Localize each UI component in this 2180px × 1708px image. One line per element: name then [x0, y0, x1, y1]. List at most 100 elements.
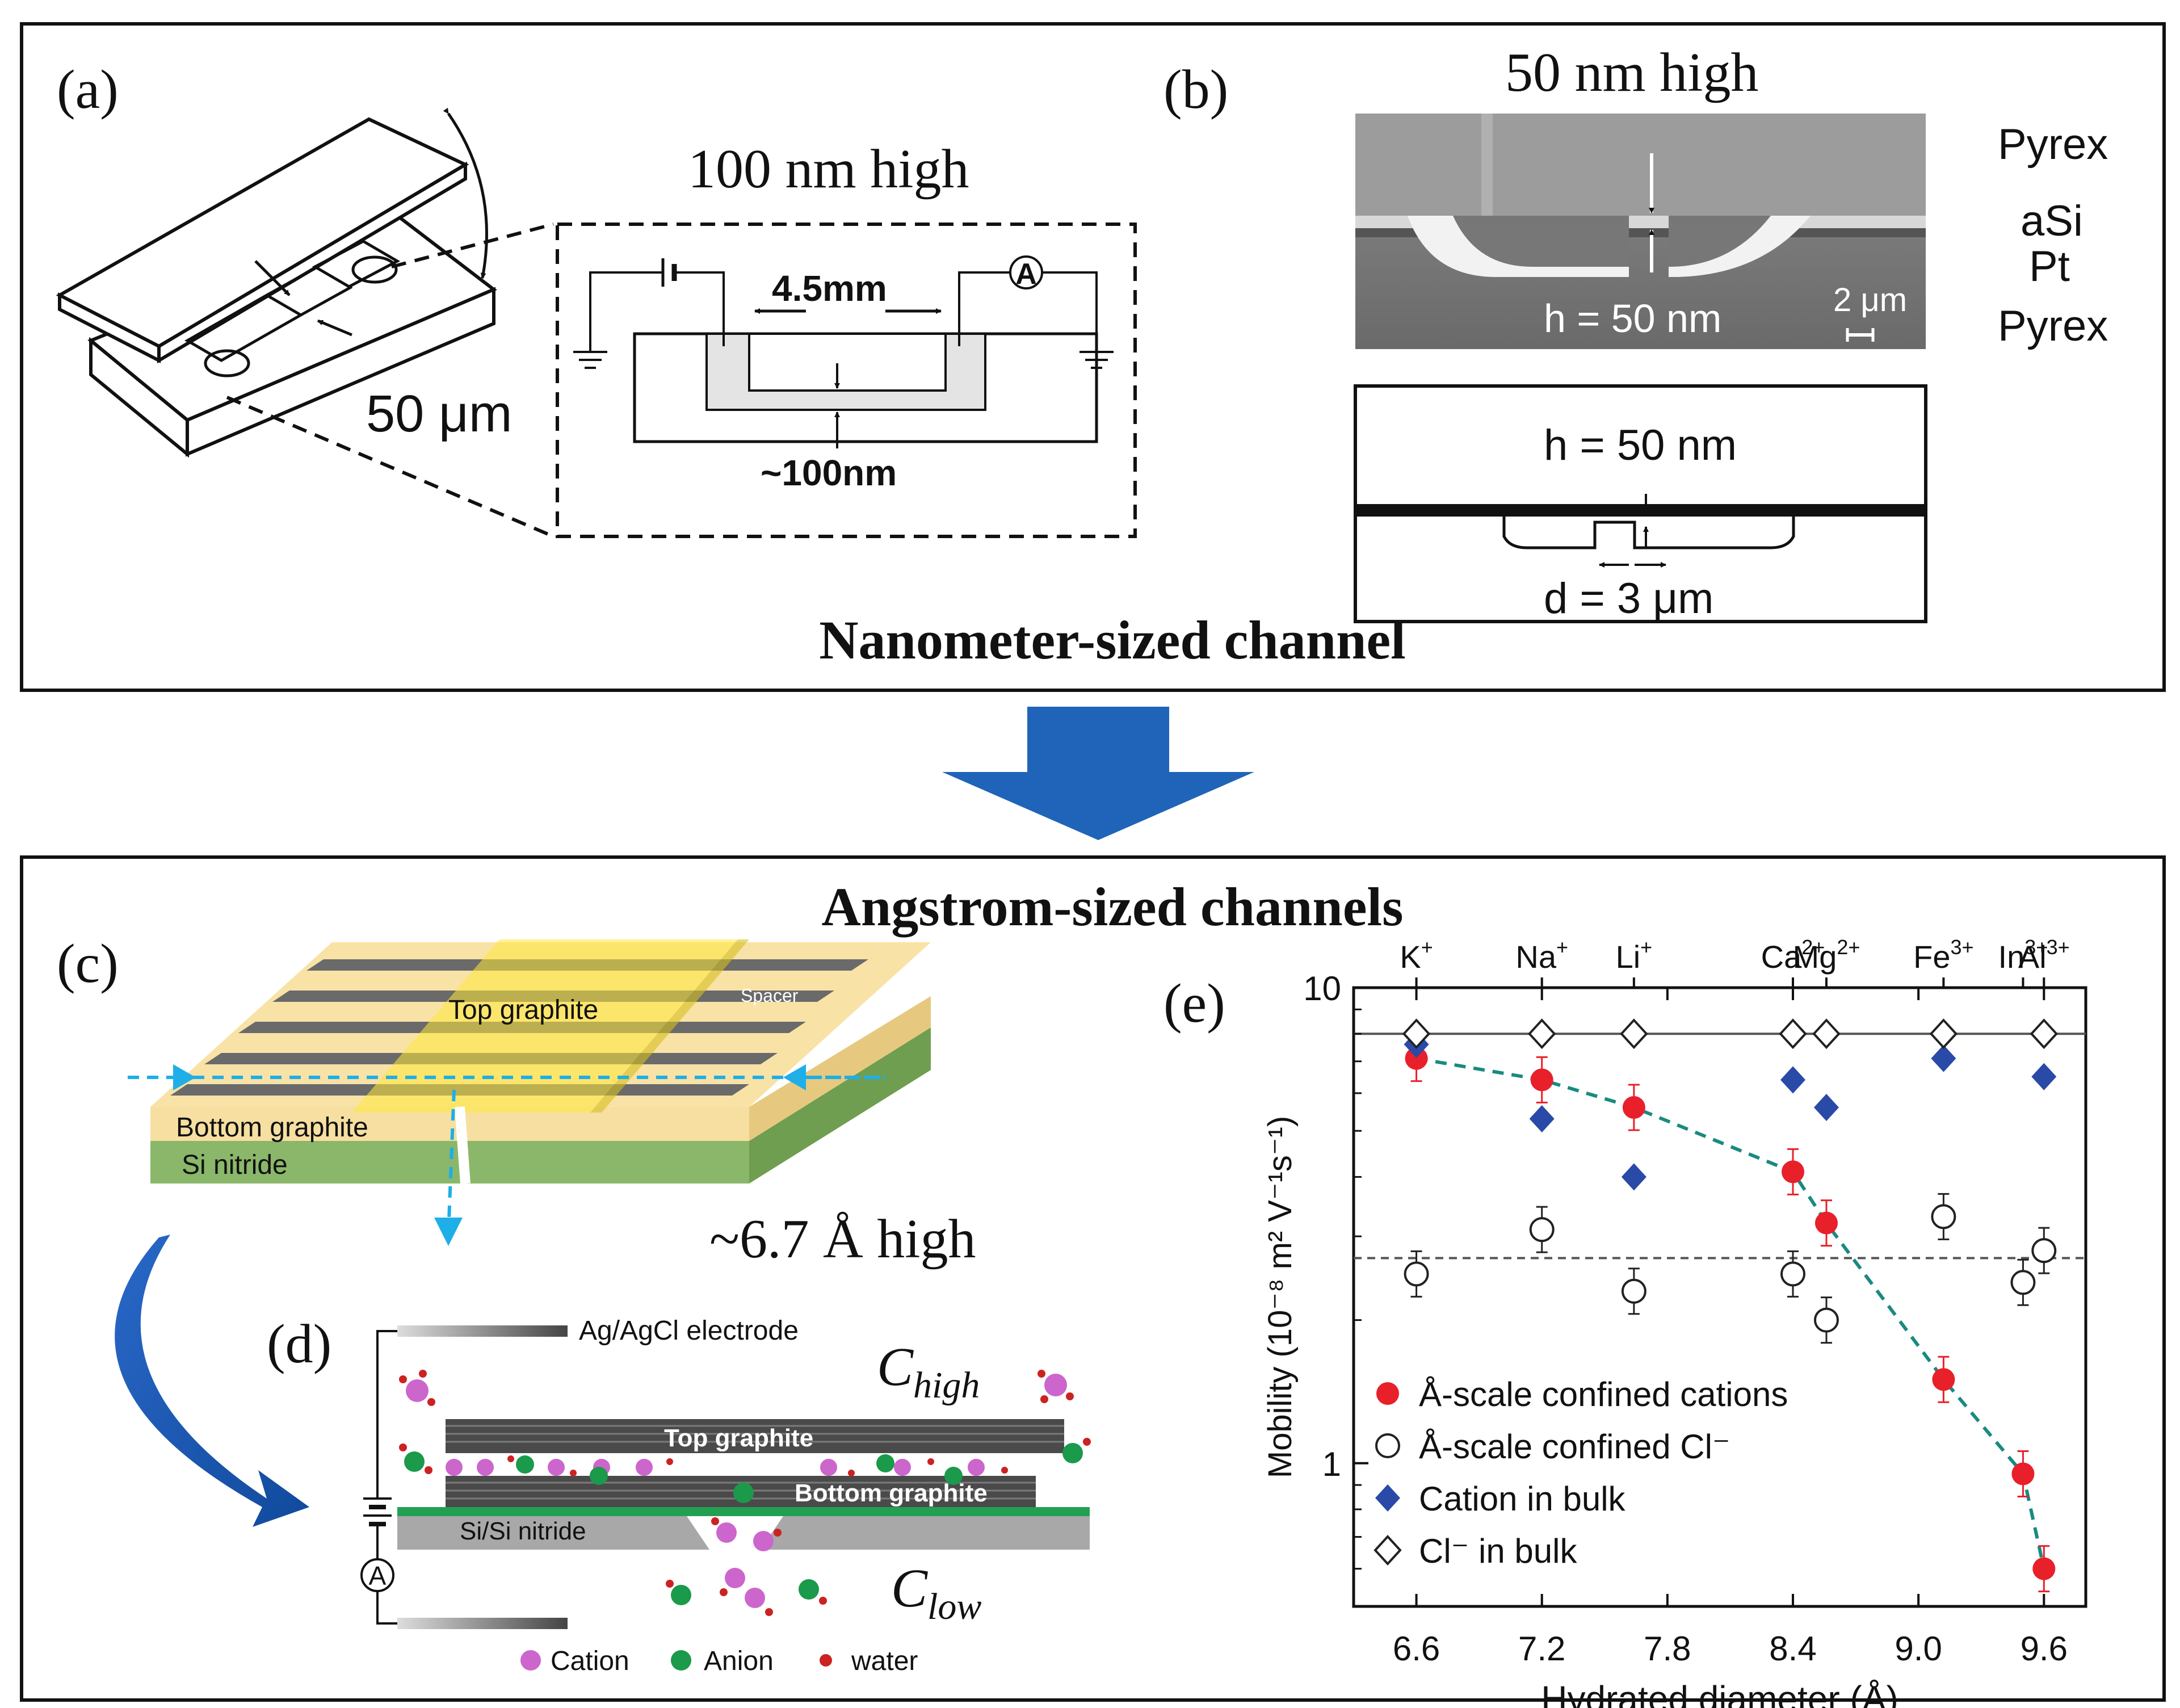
bottom-panel-frame [20, 855, 2166, 1702]
ion-symbol: Na [1515, 939, 1556, 975]
x-tick-label: 7.2 [1518, 1630, 1565, 1668]
data-point-s0 [1405, 1047, 1428, 1070]
data-point-s3 [1528, 1018, 1556, 1050]
panel-d-label: (d) [267, 1313, 331, 1375]
layer-pyrex-top: Pyrex [1998, 120, 2108, 169]
x-tick-label: 9.6 [2021, 1630, 2068, 1668]
data-point-s2 [1931, 1044, 1956, 1072]
panel-b-title: 50 nm high [1505, 42, 1758, 103]
layer-asi: aSi [2021, 197, 2083, 245]
data-point-s2 [1529, 1105, 1555, 1133]
si-nitride-label: Si nitride [182, 1150, 288, 1180]
ion-label: In3+ [1998, 935, 2048, 975]
anion-icon [671, 1650, 691, 1671]
data-point-s2 [1813, 1093, 1839, 1121]
c-low-main: C [891, 1558, 928, 1618]
data-point-s3 [1620, 1018, 1648, 1050]
ion-charge: 2+ [1837, 935, 1860, 959]
bottom-panel-caption: Angstrom-sized channels [822, 876, 1404, 937]
data-point-s1 [2010, 1270, 2036, 1295]
panel-e-label: (e) [1163, 973, 1225, 1034]
channel-height-label: ~6.7 Å high [709, 1208, 976, 1270]
x-tick-label: 8.4 [1769, 1630, 1816, 1668]
channel-schematic [573, 255, 1114, 448]
top-panel-frame [20, 22, 2166, 692]
panel-a-label: (a) [57, 59, 119, 120]
ion-label: K+ [1400, 935, 1433, 975]
data-point-s1 [1404, 1261, 1429, 1287]
data-point-s0 [1622, 1096, 1645, 1119]
ion-symbol: K [1400, 939, 1421, 975]
length-label: 4.5mm [772, 268, 887, 309]
ion-label: Ca2+ [1761, 935, 1825, 975]
electrode-label: Ag/AgCl electrode [579, 1316, 799, 1346]
layer-pyrex-bottom: Pyrex [1998, 302, 2108, 350]
ion-charge: + [1421, 935, 1433, 959]
ion-charge: 3+ [2047, 935, 2070, 959]
schem-h-label: h = 50 nm [1544, 421, 1737, 469]
curved-arrow-icon [115, 1235, 309, 1527]
down-arrow-icon [942, 707, 1254, 840]
top-graphite-label: Top graphite [448, 995, 598, 1025]
legend-water: water [851, 1646, 918, 1676]
d-top-graphite-label: Top graphite [664, 1424, 813, 1452]
legend-label: Cation in bulk [1419, 1480, 1626, 1518]
data-point-s3 [2030, 1018, 2058, 1050]
cation-icon [520, 1650, 541, 1671]
panel-b-label: (b) [1163, 59, 1228, 120]
data-point-s1 [1931, 1204, 1956, 1229]
c-high-sub: high [913, 1365, 980, 1406]
data-point-s0 [1814, 1211, 1838, 1235]
legend-label: Å-scale confined cations [1419, 1375, 1788, 1413]
si-label: Si/Si nitride [460, 1517, 586, 1545]
schem-d-label: d = 3 μm [1544, 574, 1713, 623]
ion-label: Mg2+ [1793, 935, 1860, 975]
data-point-s2 [1621, 1163, 1646, 1191]
panel-a-title: 100 nm high [688, 139, 969, 200]
sem-h-label: h = 50 nm [1544, 296, 1721, 341]
legend-marker [1373, 1535, 1402, 1566]
ion-symbol: Ca [1761, 939, 1802, 975]
data-point-s2 [1780, 1066, 1805, 1094]
ion-label: Na+ [1515, 935, 1568, 975]
data-point-s1 [2031, 1238, 2057, 1264]
plot-frame [1352, 986, 2087, 1608]
top-panel-caption: Nanometer-sized channel [819, 610, 1406, 670]
ion-charge: + [1556, 935, 1568, 959]
data-point-s1 [1780, 1261, 1805, 1287]
ion-label: Li+ [1616, 935, 1653, 975]
data-point-s3 [1929, 1018, 1958, 1050]
x-tick-label: 9.0 [1895, 1630, 1942, 1668]
legend-marker [1375, 1433, 1400, 1458]
ion-label: Fe3+ [1913, 935, 1973, 975]
data-point-s1 [1621, 1278, 1646, 1304]
ion-symbol: Li [1616, 939, 1641, 975]
depth-label: ~100nm [761, 452, 897, 493]
y-tick-label: 1 [1322, 1445, 1341, 1483]
data-point-s0 [2032, 1557, 2056, 1580]
data-point-s0 [1932, 1368, 1955, 1391]
ion-transport-diagram [360, 1325, 1091, 1629]
zoom-box [556, 223, 1137, 538]
legend-label: Cl⁻ in bulk [1419, 1532, 1577, 1570]
data-point-s2 [2031, 1063, 2057, 1090]
data-point-s3 [1402, 1018, 1431, 1050]
x-tick-label: 6.6 [1393, 1630, 1440, 1668]
ion-charge: 3+ [2024, 935, 2048, 959]
graphite-device [128, 939, 931, 1246]
data-point-s3 [1812, 1018, 1841, 1050]
d-bottom-graphite-label: Bottom graphite [795, 1479, 988, 1507]
width-label: 50 μm [366, 385, 513, 443]
data-point-s0 [1782, 1160, 1804, 1184]
ion-symbol: Al [2018, 939, 2047, 975]
sem-scale-label: 2 μm [1833, 282, 1907, 318]
c-high-label: Chigh [877, 1336, 980, 1406]
ion-symbol: Mg [1793, 939, 1837, 975]
x-axis-label: Hydrated diameter (Å) [1541, 1678, 1898, 1708]
data-point-s0 [2011, 1462, 2035, 1485]
sem-image [1355, 114, 1926, 349]
data-point-s3 [1779, 1018, 1807, 1050]
ion-symbol: Fe [1913, 939, 1950, 975]
ion-charge: + [1640, 935, 1652, 959]
